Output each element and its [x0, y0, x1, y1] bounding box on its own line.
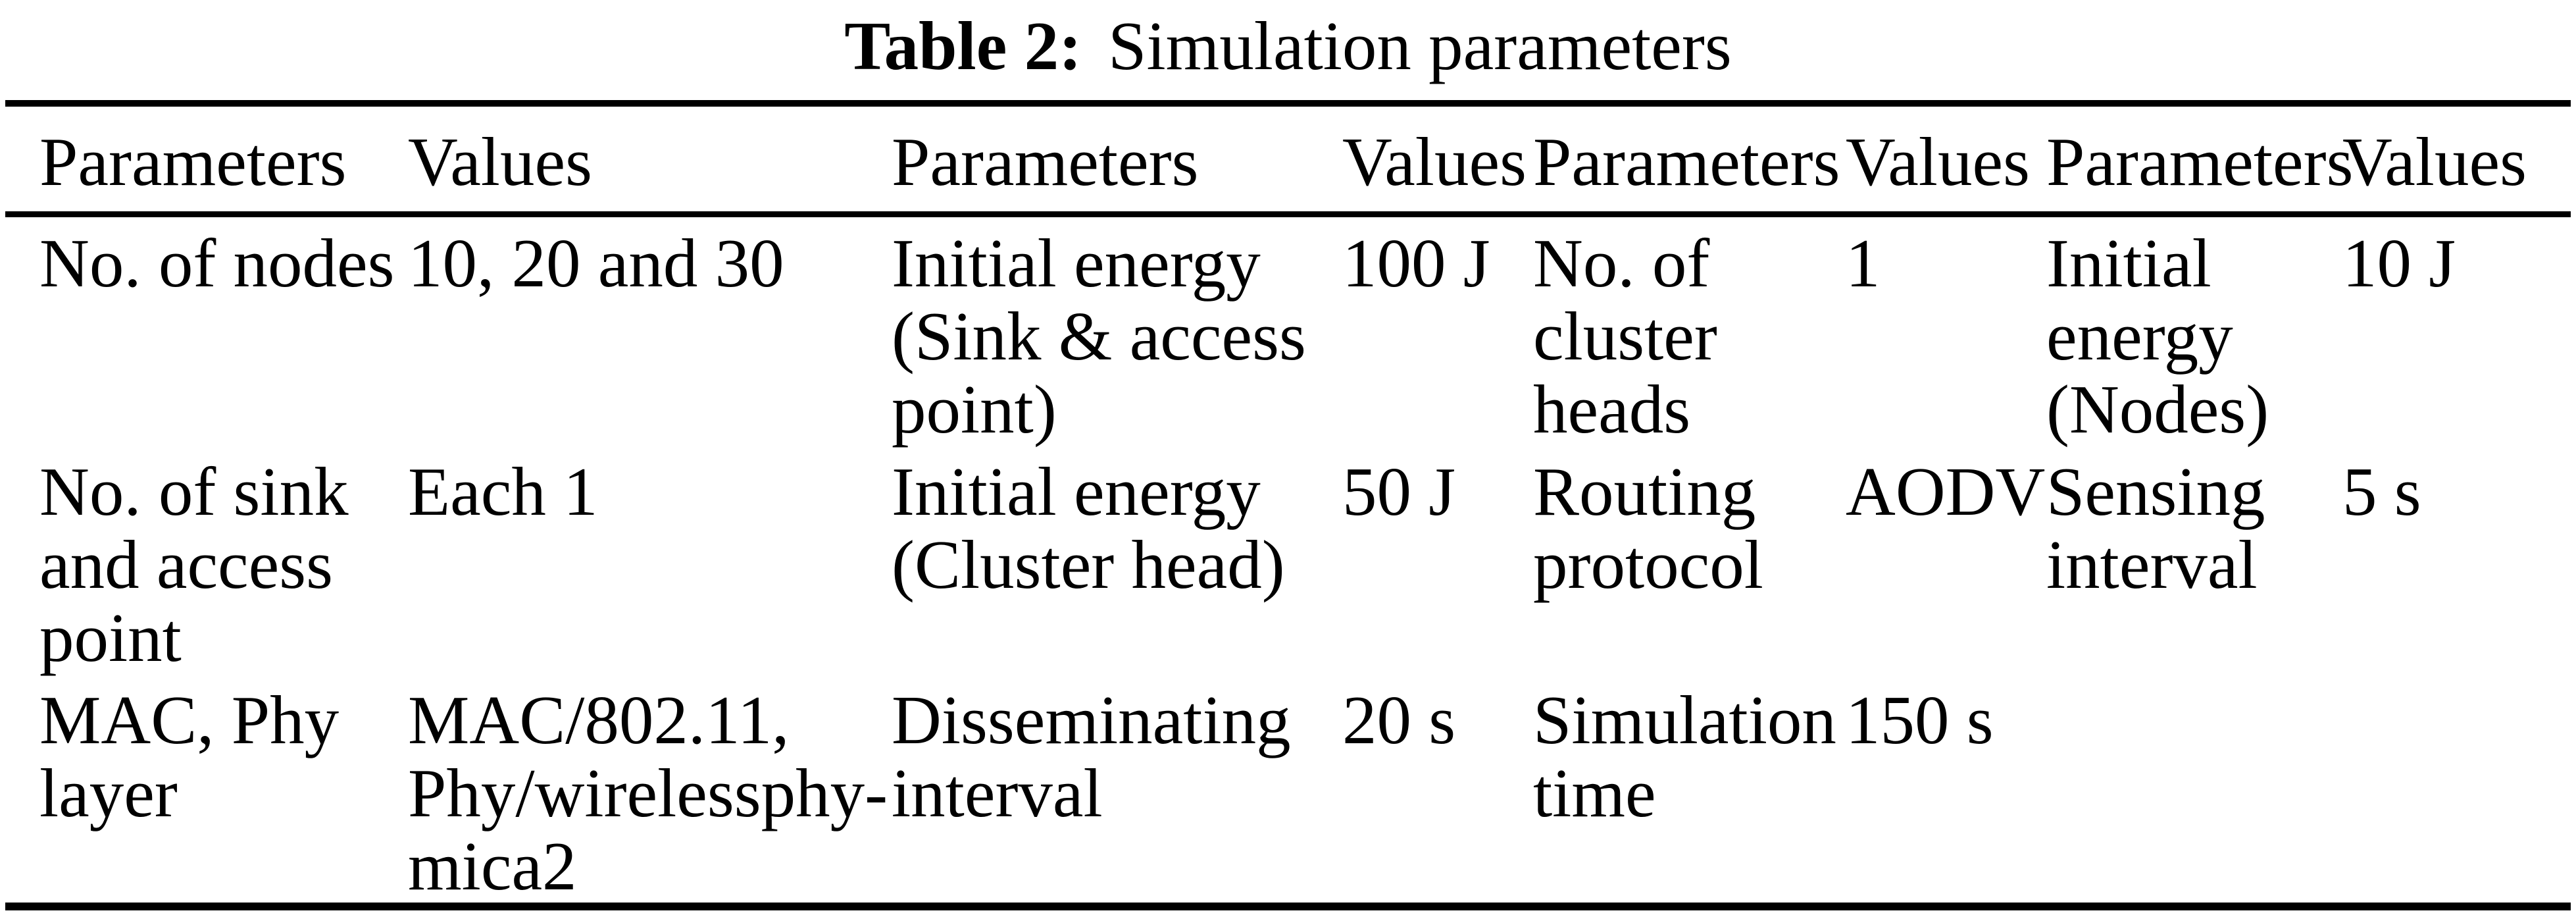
table-cell: Disseminating interval	[892, 681, 1291, 831]
page: { "caption": { "label": "Table 2:", "tit…	[0, 9, 2576, 917]
table-row: MAC, Phy layer MAC/802.11, Phy/wirelessp…	[5, 674, 2571, 906]
table-cell: Simulation time	[1533, 681, 1836, 831]
table-cell: 150 s	[1846, 681, 1994, 758]
table-cell: Initial energy (Sink & access point)	[892, 224, 1306, 448]
table-caption: Table 2: Simulation parameters	[0, 9, 2576, 82]
table-cell: 5 s	[2342, 453, 2421, 530]
table-cell: 10, 20 and 30	[408, 224, 784, 301]
table-caption-label: Table 2:	[844, 7, 1082, 84]
column-header-values-1: Values	[408, 123, 592, 200]
table-cell: No. of nodes	[39, 224, 395, 301]
column-header-parameters-4: Parameters	[2046, 123, 2354, 200]
table-cell: No. of cluster heads	[1533, 224, 1717, 448]
table-cell: AODV	[1846, 453, 2046, 530]
table-cell: Initial energy (Cluster head)	[892, 453, 1285, 603]
table-cell: 10 J	[2342, 224, 2456, 301]
column-header-values-3: Values	[1846, 123, 2030, 200]
table-cell: No. of sink and access point	[39, 453, 349, 676]
table-cell	[2046, 674, 2342, 906]
column-header-parameters-3: Parameters	[1533, 123, 1840, 200]
table-row: No. of nodes 10, 20 and 30 Initial energ…	[5, 215, 2571, 446]
table-cell: Sensing interval	[2046, 453, 2265, 603]
table-cell	[2342, 674, 2571, 906]
table-row: No. of sink and access point Each 1 Init…	[5, 446, 2571, 674]
table-caption-title: Simulation parameters	[1108, 7, 1732, 84]
column-header-values-2: Values	[1342, 123, 1527, 200]
table-cell: 1	[1846, 224, 1881, 301]
table-cell: 50 J	[1342, 453, 1456, 530]
table-cell: Each 1	[408, 453, 598, 530]
column-header-parameters-1: Parameters	[39, 123, 347, 200]
table-cell: Routing protocol	[1533, 453, 1763, 603]
table-cell: MAC, Phy layer	[39, 681, 340, 831]
table-cell: MAC/802.11, Phy/wirelessphy- mica2	[408, 681, 888, 904]
column-header-values-4: Values	[2342, 123, 2527, 200]
table-cell: Initial energy (Nodes)	[2046, 224, 2269, 448]
table-cell: 20 s	[1342, 681, 1456, 758]
table-cell: 100 J	[1342, 224, 1490, 301]
column-header-parameters-2: Parameters	[892, 123, 1199, 200]
simulation-parameters-table: Parameters Values Parameters Values Para…	[5, 100, 2571, 910]
header-row: Parameters Values Parameters Values Para…	[5, 103, 2571, 215]
